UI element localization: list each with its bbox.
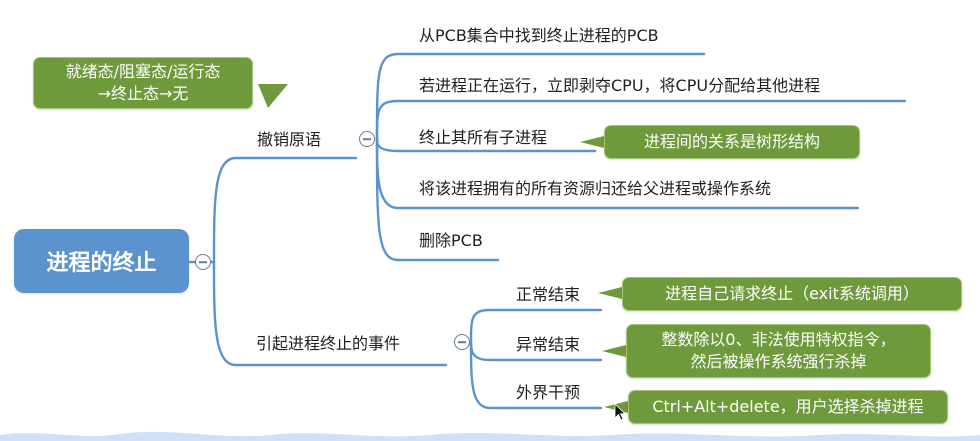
note-tree-structure-tail bbox=[580, 136, 604, 148]
root-label: 进程的终止 bbox=[46, 251, 157, 276]
leaf-label-return-resources[interactable]: 将该进程拥有的所有资源归还给父进程或操作系统 bbox=[419, 179, 772, 198]
leaf-label-external-intervention[interactable]: 外界干预 bbox=[516, 383, 581, 402]
leaf-label-preempt-cpu[interactable]: 若进程正在运行，立即剥夺CPU，将CPU分配给其他进程 bbox=[419, 76, 821, 95]
branch-label-termination-events[interactable]: 引起进程终止的事件 bbox=[256, 334, 401, 353]
note-abnormal-exit-tail bbox=[602, 345, 626, 357]
note-external-intervention-text: Ctrl+Alt+delete，用户选择杀掉进程 bbox=[652, 397, 924, 417]
note-normal-exit-text: 进程自己请求终止（exit系统调用） bbox=[665, 284, 919, 304]
branch-label-revoke-primitive[interactable]: 撤销原语 bbox=[257, 130, 322, 149]
note-tree-structure: 进程间的关系是树形结构 bbox=[604, 125, 860, 159]
note-normal-exit-tail bbox=[598, 287, 622, 299]
leaf-label-normal-exit[interactable]: 正常结束 bbox=[516, 285, 581, 304]
leaf-label-abnormal-exit[interactable]: 异常结束 bbox=[516, 335, 581, 354]
top-note-tail bbox=[258, 84, 288, 108]
note-tree-structure-text: 进程间的关系是树形结构 bbox=[643, 132, 820, 152]
branch-collapse-minus-icon-events[interactable] bbox=[454, 334, 470, 350]
top-note-box: 就绪态/阻塞态/运行态 →终止态→无 bbox=[33, 57, 253, 109]
mouse-pointer-icon bbox=[614, 403, 626, 421]
note-abnormal-exit: 整数除以0、非法使用特权指令， 然后被操作系统强行杀掉 bbox=[626, 324, 931, 378]
root-collapse-minus-icon[interactable] bbox=[195, 254, 211, 270]
leaf-label-find-pcb[interactable]: 从PCB集合中找到终止进程的PCB bbox=[419, 26, 659, 45]
note-external-intervention: Ctrl+Alt+delete，用户选择杀掉进程 bbox=[628, 390, 948, 424]
note-abnormal-exit-text: 整数除以0、非法使用特权指令， 然后被操作系统强行杀掉 bbox=[661, 330, 896, 371]
root-node[interactable]: 进程的终止 bbox=[14, 229, 189, 293]
leaf-label-terminate-children[interactable]: 终止其所有子进程 bbox=[419, 128, 548, 147]
leaf-label-delete-pcb[interactable]: 删除PCB bbox=[419, 231, 483, 250]
bottom-decoration bbox=[0, 431, 980, 441]
branch-collapse-minus-icon-revoke[interactable] bbox=[359, 131, 375, 147]
note-normal-exit: 进程自己请求终止（exit系统调用） bbox=[622, 277, 962, 311]
top-note-text: 就绪态/阻塞态/运行态 →终止态→无 bbox=[65, 62, 221, 103]
